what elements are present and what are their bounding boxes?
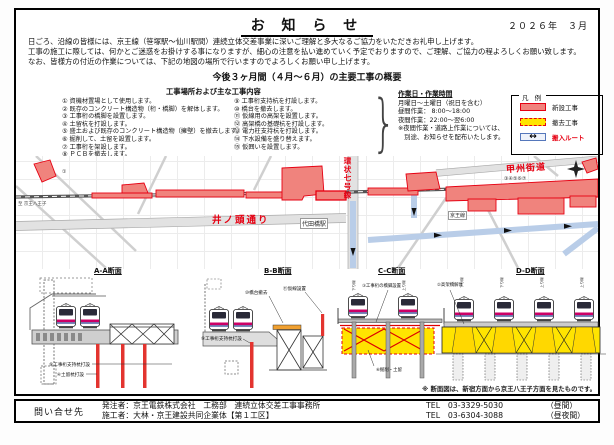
contact-box: 問い合せ先 発注者：京王電鉄株式会社 工務部 連続立体交差工事事務所 TEL 0… <box>14 399 600 423</box>
work-item: ⑦ 工事桁を架設します。 <box>62 143 131 151</box>
north-star-icon <box>567 160 585 178</box>
track-label: 下り線 <box>351 280 356 291</box>
work-item: ④ 土留杭を打設します。 <box>62 120 131 128</box>
works-column-1: ① 資機材置場として使用します。 ② 既存のコンクリート構造物（桁・橋脚）を解体… <box>62 98 242 159</box>
contact-phone: TEL 03-6304-3088 <box>426 411 504 420</box>
map-drawing <box>16 156 598 269</box>
map-annotation: ① <box>62 169 67 175</box>
legend-item-remove: 撤去工事 <box>520 117 598 127</box>
work-item: ⑭ 下水設備を盛り替えます。 <box>234 135 316 143</box>
work-item: ⑨ 工事桁支持杭を打設します。 <box>234 98 322 105</box>
schedule-line: 別途、お知らせを配布いたします。 <box>398 133 505 141</box>
work-item: ⑤ 盛土および既存のコンクリート構造物（擁壁）を撤去します。 <box>62 128 243 136</box>
section-note: ※ 断面図は、新宿方面から京王八王子方面を見たものです。 <box>422 385 596 393</box>
contact-rows: 発注者：京王電鉄株式会社 工務部 連続立体交差工事事務所 TEL 03-3329… <box>102 401 598 421</box>
section-b-title: B-B断面 <box>264 267 292 275</box>
contact-phone: TEL 03-3329-5030 <box>426 401 504 410</box>
work-item: ⑬ 電力柱支持杭を打設します。 <box>234 128 322 136</box>
contact-hours: （昼間） <box>546 401 578 410</box>
legend-item-new: 新設工事 <box>520 102 598 112</box>
work-schedule: 作業日・作業時間 月曜日～土曜日（祝日を含む） 昼間作業： 8:00～18:00… <box>398 90 510 143</box>
track-label: 上り線 <box>539 277 544 288</box>
new-work-swatch <box>520 102 546 111</box>
schedule-line: ※夜間作業・道路上作業については、 <box>398 125 504 133</box>
schedule-title: 作業日・作業時間 <box>398 90 453 98</box>
section-a-earth-label: ④土留杭打設 <box>57 371 84 378</box>
work-item: ⑫ 高架橋の基礎杭を打設します。 <box>234 120 329 128</box>
contact-role: 発注者：京王電鉄株式会社 工務部 連続立体交差工事事務所 <box>102 401 321 410</box>
greeting-line: なお、皆様方の付近の作業については、下記の地図の場所で行いますのでよろしくお願い… <box>28 57 375 66</box>
section-b-pile-label: ⑨工事桁支持杭打設 <box>201 335 242 342</box>
track-label: 上り線 <box>401 280 406 291</box>
contact-row: 発注者：京王電鉄株式会社 工務部 連続立体交差工事事務所 TEL 03-3329… <box>102 401 598 411</box>
section-a-pile-label: ⑨工事桁支持杭打設 <box>49 361 90 368</box>
station-label-daitabashi: 代田橋駅 <box>300 218 329 229</box>
section-c-drawing: 下り線 上り線 ③工事桁の橋脚設置 ⑥掘削・土留 <box>337 280 445 379</box>
legend-label: 新設工事 <box>552 103 578 112</box>
schedule-line: 昼間作業： 8:00～18:00 <box>398 108 471 116</box>
work-item: ⑪ 仮線用の高架を設置します。 <box>234 113 322 121</box>
greeting-line: 工事の施工に際しては、何かとご迷惑をお掛けする事になりますが、細心の注意を払い進… <box>28 47 581 56</box>
work-item: ① 資機材置場として使用します。 <box>62 98 156 105</box>
legend-label: 搬入ルート <box>552 133 585 142</box>
schedule-line: 夜間作業：22:00～翌6:00 <box>398 116 475 124</box>
route-arrow-icon: ↔ <box>520 132 546 141</box>
section-d-demolish-label: ②高架橋解体 <box>437 281 463 288</box>
contact-row: 施工者：大林・京王建設共同企業体【第１工区】 TEL 03-6304-3088 … <box>102 411 598 421</box>
section-b-drawing: ⑩橋台撤去 ⑪仮線設置 ⑨工事桁支持杭打設 <box>201 278 327 388</box>
track-label: 下り線 <box>499 277 504 288</box>
section-c-title: C-C断面 <box>378 267 406 275</box>
work-item: ⑮ 仮囲いを設置します。 <box>234 143 304 151</box>
section-d-title: D-D断面 <box>516 267 545 275</box>
work-item: ⑥ 掘削して、土留を設置します。 <box>62 135 156 143</box>
map-legend: 凡 例 新設工事 撤去工事 ↔ 搬入ルート <box>511 92 603 155</box>
section-a-drawing: ⑨工事桁支持杭打設 ④土留杭打設 <box>29 277 179 388</box>
section-b-abutment-label: ⑩橋台撤去 <box>245 289 268 296</box>
works-column-2: ⑨ 工事桁支持杭を打設します。 ⑩ 橋台を撤去します。 ⑪ 仮線用の高架を設置し… <box>234 98 328 151</box>
schedule-line: 月曜日～土曜日（祝日を含む） <box>398 99 487 107</box>
section-c-dig-label: ⑥掘削・土留 <box>376 366 402 373</box>
direction-label: 至 京王八王子 <box>18 202 47 207</box>
greeting-line: 日ごろ、沿線の皆様には、京王線（笹塚駅～仙川駅間）連続立体交差事業に深いご理解と… <box>28 37 479 46</box>
line-label-keio: 京王線 <box>448 211 468 220</box>
map-annotation: ③④⑤⑥⑦ <box>504 176 527 182</box>
contact-heading: 問い合せ先 <box>33 407 84 418</box>
work-item: ⑧ ＰＣＢを撤去します。 <box>62 151 131 159</box>
road-label-inokashira: 井ノ頭通り <box>212 215 270 226</box>
page-title: お 知 ら せ <box>16 15 598 37</box>
greeting-paragraph: 日ごろ、沿線の皆様には、京王線（笹塚駅～仙川駅間）連続立体交差事業に深いご理解と… <box>28 37 593 67</box>
works-heading: 工事場所および主な工事内容 <box>166 87 261 96</box>
legend-item-route: ↔ 搬入ルート <box>520 132 598 142</box>
summary-title: 今後３ヶ月間（４月～６月）の主要工事の概要 <box>212 73 402 83</box>
removal-work-swatch <box>520 117 546 126</box>
road-label-kanjo7: 環状七号線 <box>343 157 352 200</box>
construction-map: 井ノ頭通り 環状七号線 甲州街道 代田橋駅 京王線 至 京王八王子 ① ③④⑤⑥… <box>16 156 598 269</box>
legend-title: 凡 例 <box>519 92 547 102</box>
section-d-drawing: 下り線 下り線 上り線 上り線 ②高架橋解体 <box>436 277 606 381</box>
work-zones <box>33 157 598 215</box>
contact-hours: （昼夜間） <box>546 411 585 420</box>
legend-label: 撤去工事 <box>552 118 578 127</box>
section-b-temp-label: ⑪仮線設置 <box>283 285 306 292</box>
brace-decoration: } <box>372 86 396 159</box>
issue-date: ２０２６年 ３月 <box>507 22 588 32</box>
contact-role: 施工者：大林・京王建設共同企業体【第１工区】 <box>102 411 274 420</box>
section-a-title: A-A断面 <box>94 267 122 275</box>
track-label: 上り線 <box>579 277 584 288</box>
section-c-pier-label: ③工事桁の橋脚設置 <box>362 282 402 289</box>
notice-page: お 知 ら せ ２０２６年 ３月 日ごろ、沿線の皆様には、京王線（笹塚駅～仙川駅… <box>14 8 606 396</box>
road-label-koshu: 甲州街道 <box>505 162 547 176</box>
track-label: 下り線 <box>459 277 464 288</box>
work-item: ⑩ 橋台を撤去します。 <box>234 105 297 113</box>
work-item: ② 既存のコンクリート構造物（桁・橋脚）を解体します。 <box>62 105 224 113</box>
work-item: ③ 工事桁の橋脚を設置します。 <box>62 113 150 121</box>
